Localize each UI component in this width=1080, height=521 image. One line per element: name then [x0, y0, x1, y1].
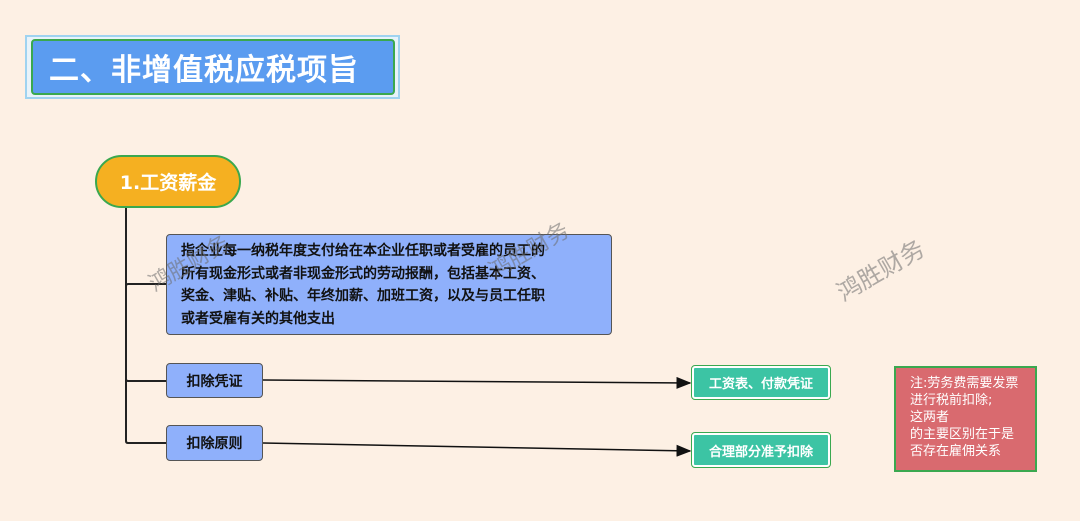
note-line: 这两者 — [910, 410, 950, 425]
definition-box: 指企业每一纳税年度支付给在本企业任职或者受雇的员工的 所有现金形式或者非现金形式… — [166, 234, 612, 335]
definition-line: 或者受雇有关的其他支出 — [181, 310, 335, 327]
trunk-line — [125, 206, 166, 444]
branch-voucher — [125, 378, 166, 382]
definition-line: 奖金、津贴、补贴、年终加薪、加班工资，以及与员工任职 — [181, 288, 545, 304]
page-title: 二、非增值税应税项旨 — [31, 39, 395, 95]
root-node-salary: 1.工资薪金 — [95, 155, 241, 208]
deduction-principle-node: 扣除原则 — [166, 425, 263, 461]
note-line: 注:劳务费需要发票 — [910, 376, 1019, 391]
deduction-voucher-node: 扣除凭证 — [166, 363, 263, 398]
definition-line: 所有现金形式或者非现金形式的劳动报酬，包括基本工资、 — [181, 265, 545, 282]
arrow-principle — [262, 442, 692, 457]
note-line: 否存在雇佣关系 — [910, 444, 1002, 459]
note-line: 的主要区别在于是 — [910, 427, 1015, 442]
principle-result-node: 合理部分准予扣除 — [691, 432, 831, 468]
definition-line: 指企业每一纳税年度支付给在本企业任职或者受雇的员工的 — [181, 243, 545, 259]
note-box: 注:劳务费需要发票 进行税前扣除; 这两者 的主要区别在于是 否存在雇佣关系 — [894, 366, 1037, 472]
voucher-result-node: 工资表、付款凭证 — [691, 365, 831, 400]
note-line: 进行税前扣除; — [910, 393, 993, 408]
branch-definition — [125, 283, 166, 287]
arrow-voucher — [262, 376, 692, 389]
